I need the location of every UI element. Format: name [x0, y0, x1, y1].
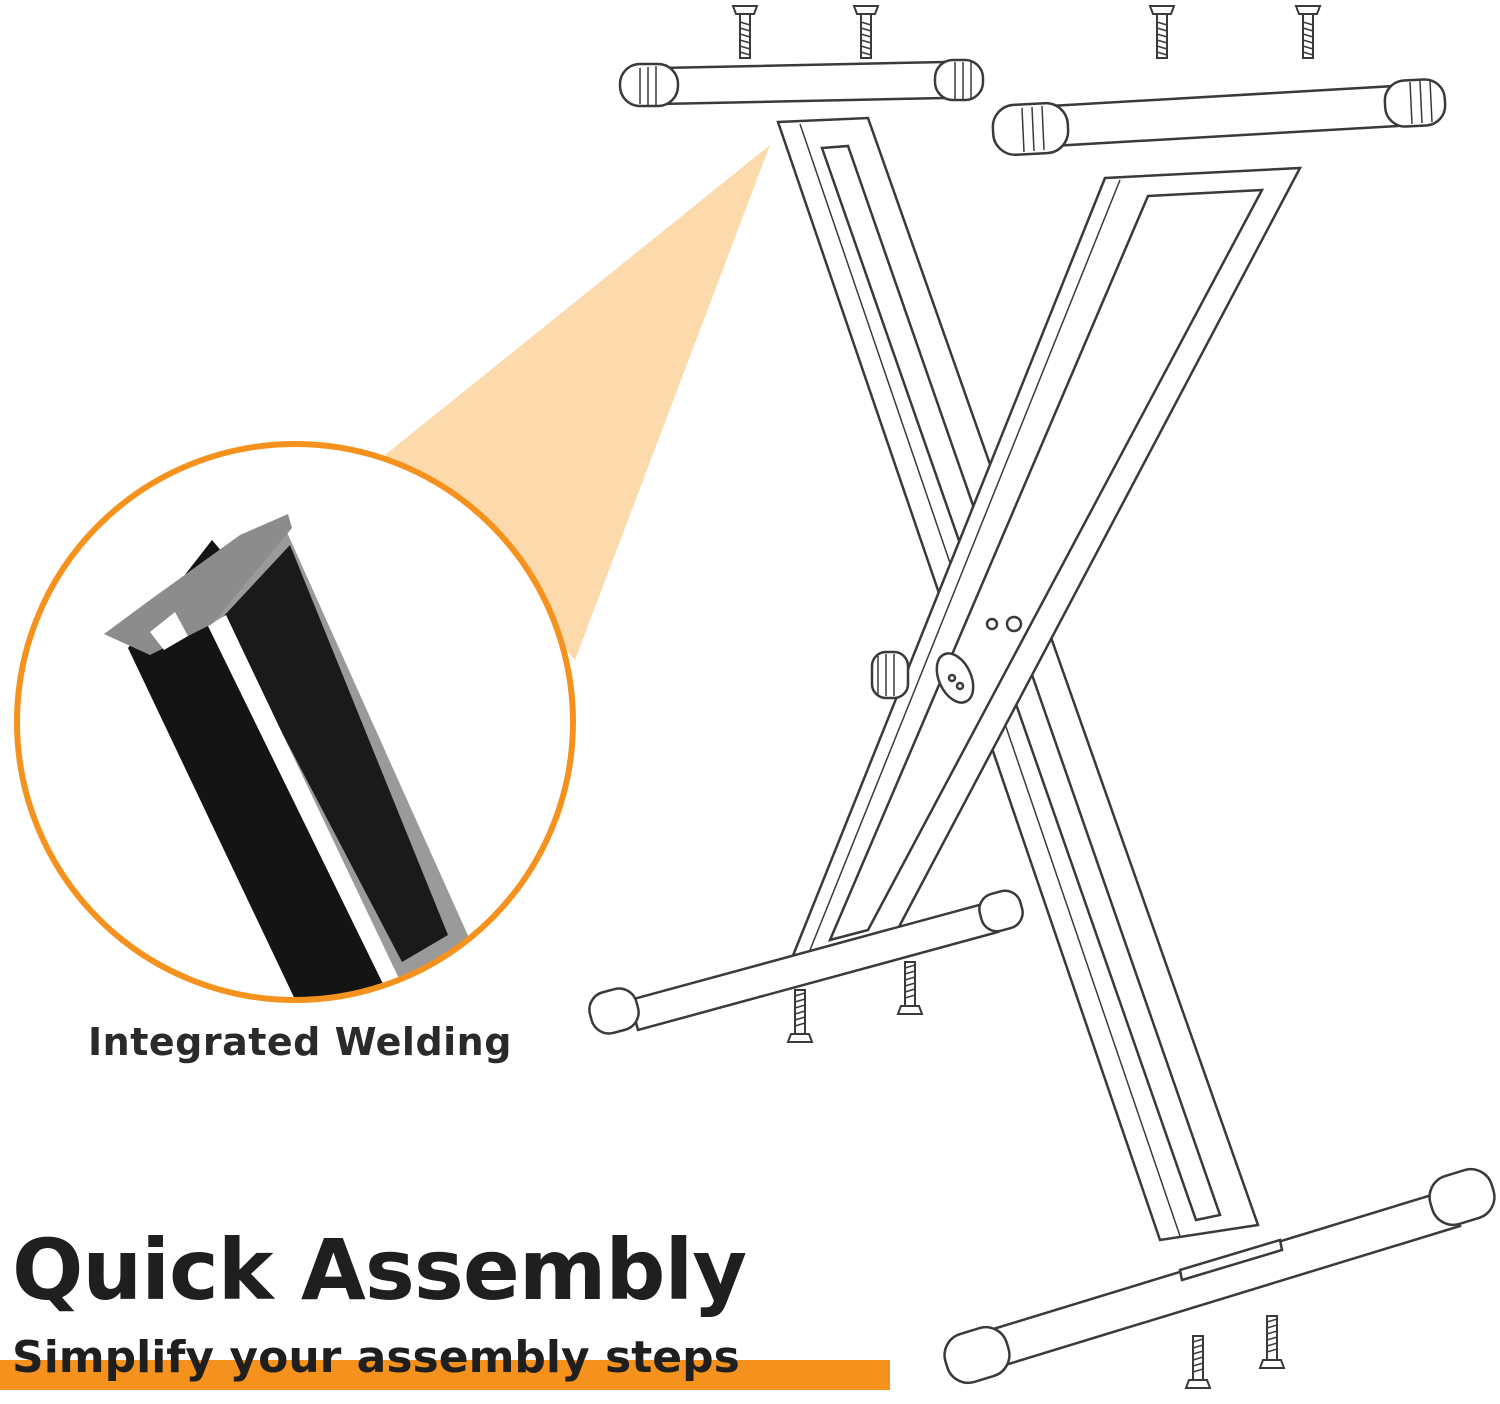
screw-icon [1185, 1335, 1211, 1389]
screw-icon [897, 961, 923, 1015]
knob-icon [870, 615, 1023, 704]
end-cap-icon [943, 1325, 1011, 1385]
subheadline: Simplify your assembly steps [12, 1332, 740, 1383]
screw-icon [732, 5, 758, 59]
end-cap-icon [1428, 1167, 1496, 1227]
end-cap-icon [588, 987, 640, 1035]
end-cap-icon [1383, 78, 1447, 128]
end-cap-icon [933, 58, 985, 102]
end-cap-icon [978, 889, 1024, 933]
zoom-detail-circle [14, 441, 576, 1003]
screw-icon [1259, 1315, 1285, 1369]
bottom-crossbar-right [943, 1167, 1496, 1385]
end-cap-icon [618, 62, 680, 108]
headline: Quick Assembly [12, 1221, 747, 1319]
subheadline-highlight [0, 1360, 890, 1390]
screw-icon [853, 5, 879, 59]
caption-integrated-welding: Integrated Welding [88, 1020, 512, 1064]
top-crossbar-right [991, 78, 1447, 157]
top-crossbar-left [618, 58, 985, 108]
end-cap-icon [991, 101, 1070, 157]
screw-icon [1295, 5, 1321, 59]
screw-icon [1149, 5, 1175, 59]
bottom-crossbar-left [588, 889, 1024, 1035]
screw-icon [787, 989, 813, 1043]
